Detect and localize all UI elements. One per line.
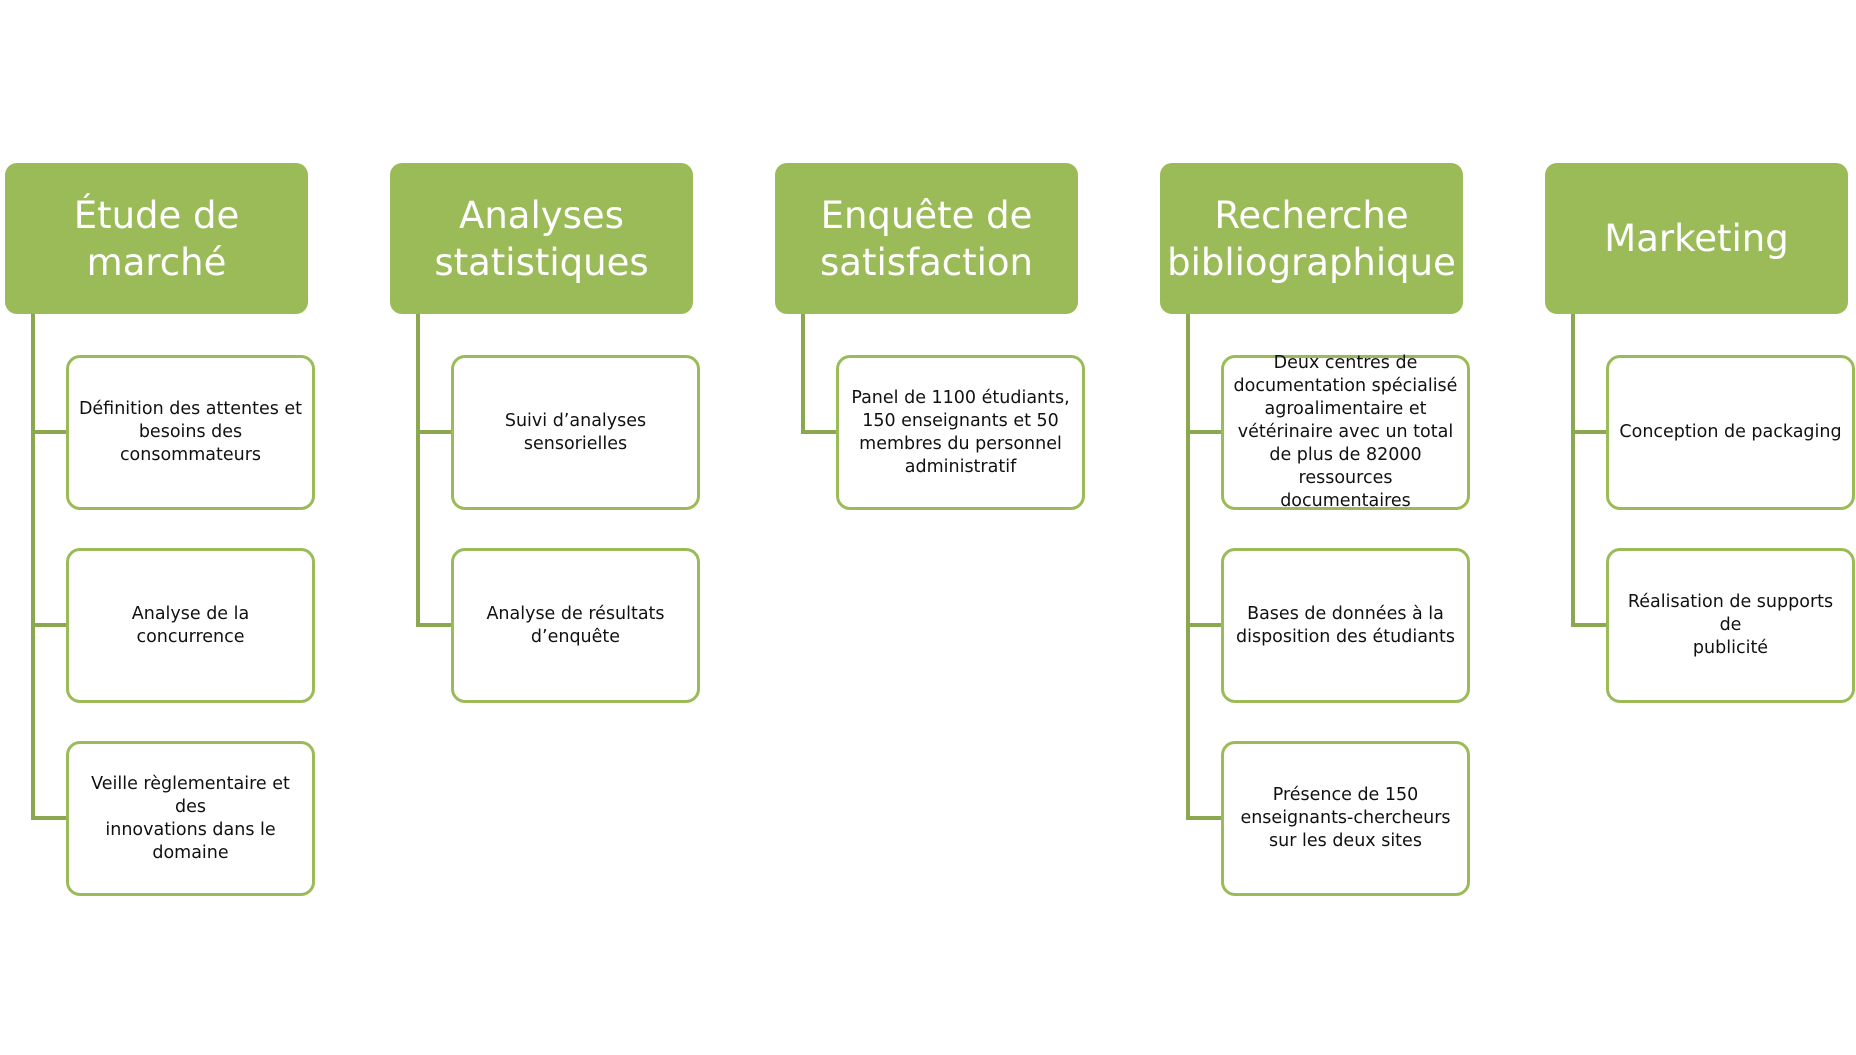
connector-branch [801, 430, 837, 434]
item-analyse-concurrence: Analyse de la concurrence [66, 548, 315, 703]
item-centres-documentation: Deux centres de documentation spécialisé… [1221, 353, 1470, 511]
connector-branch [416, 430, 452, 434]
connector-branch [1571, 430, 1607, 434]
header-analyses-statistiques: Analyses statistiques [390, 163, 693, 314]
header-recherche-bibliographique: Recherche bibliographique [1160, 163, 1463, 314]
connector-branch [1186, 816, 1222, 820]
item-bases-de-donnees: Bases de données à la disposition des ét… [1221, 548, 1470, 703]
column-enquete-de-satisfaction: Enquête de satisfaction Panel de 1100 ét… [775, 0, 1135, 1055]
item-analyse-resultats-enquete: Analyse de résultats d’enquête [451, 548, 700, 703]
connector-branch [416, 623, 452, 627]
connector-vertical [31, 314, 35, 819]
item-conception-packaging: Conception de packaging [1606, 355, 1855, 510]
header-enquete-de-satisfaction: Enquête de satisfaction [775, 163, 1078, 314]
item-definition-attentes: Définition des attentes et besoins des c… [66, 355, 315, 510]
header-marketing: Marketing [1545, 163, 1848, 314]
column-etude-de-marche: Étude de marché Définition des attentes … [5, 0, 365, 1055]
connector-vertical [416, 314, 420, 626]
column-recherche-bibliographique: Recherche bibliographique Deux centres d… [1160, 0, 1520, 1055]
item-supports-publicite: Réalisation de supports de publicité [1606, 548, 1855, 703]
connector-vertical [1571, 314, 1575, 626]
column-analyses-statistiques: Analyses statistiques Suivi d’analyses s… [390, 0, 750, 1055]
connector-branch [1186, 623, 1222, 627]
item-suivi-analyses-sensorielles: Suivi d’analyses sensorielles [451, 355, 700, 510]
connector-vertical [1186, 314, 1190, 819]
item-veille-reglementaire: Veille règlementaire et des innovations … [66, 741, 315, 896]
connector-branch [1186, 430, 1222, 434]
connector-vertical [801, 314, 805, 433]
item-enseignants-chercheurs: Présence de 150 enseignants-chercheurs s… [1221, 741, 1470, 896]
item-panel-etudiants: Panel de 1100 étudiants, 150 enseignants… [836, 355, 1085, 510]
column-marketing: Marketing Conception de packaging Réalis… [1545, 0, 1856, 1055]
connector-branch [31, 430, 67, 434]
connector-branch [1571, 623, 1607, 627]
connector-branch [31, 816, 67, 820]
connector-branch [31, 623, 67, 627]
header-etude-de-marche: Étude de marché [5, 163, 308, 314]
